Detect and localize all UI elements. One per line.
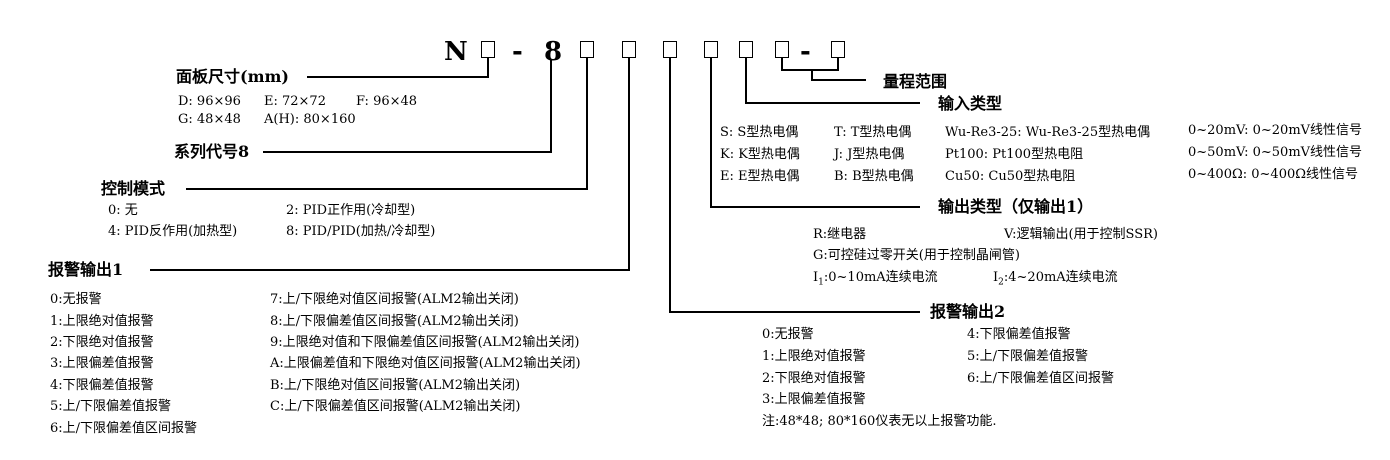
- control-option: 2: PID正作用(冷却型): [286, 203, 416, 218]
- alarm2-note: 注:48*48; 80*160仪表无以上报警功能.: [762, 414, 997, 429]
- output-option: I2:4~20mA连续电流: [993, 270, 1118, 291]
- alarm1-option: 3:上限偏差值报警: [50, 356, 154, 371]
- output-i2-letter: I: [993, 270, 999, 285]
- control-option: 4: PID反作用(加热型): [108, 224, 238, 239]
- alarm1-option: 5:上/下限偏差值报警: [50, 399, 172, 414]
- series-title: 系列代号8: [174, 142, 250, 161]
- alarm1-option: B:上/下限绝对值区间报警(ALM2输出关闭): [270, 378, 521, 393]
- input-option: Pt100: Pt100型热电阻: [945, 147, 1084, 162]
- input-title: 输入类型: [938, 94, 1003, 113]
- panel-option: D: 96×96: [178, 94, 241, 109]
- alarm1-option: 0:无报警: [50, 292, 102, 307]
- input-connector: [745, 58, 920, 104]
- code-dash-2: -: [800, 37, 811, 67]
- alarm2-option: 0:无报警: [762, 327, 814, 342]
- code-prefix: N: [444, 37, 468, 67]
- alarm1-option: 9:上限绝对值和下限偏差值区间报警(ALM2输出关闭): [270, 335, 580, 350]
- panel-option: F: 96×48: [356, 94, 418, 109]
- control-option: 8: PID/PID(加热/冷却型): [286, 224, 436, 239]
- input-option: Wu-Re3-25: Wu-Re3-25型热电偶: [945, 125, 1151, 140]
- control-connector: [186, 58, 588, 190]
- code-box-alarm1: [622, 41, 636, 58]
- output-i1-sub: 1: [818, 277, 824, 288]
- alarm1-title: 报警输出1: [48, 260, 124, 279]
- alarm1-option: 1:上限绝对值报警: [50, 314, 154, 329]
- code-box-range-1: [775, 41, 789, 58]
- alarm2-option: 6:上/下限偏差值区间报警: [967, 371, 1115, 386]
- code-box-output: [704, 41, 718, 58]
- input-option: T: T型热电偶: [834, 125, 912, 140]
- alarm2-option: 2:下限绝对值报警: [762, 371, 866, 386]
- code-box-range-2: [831, 41, 845, 58]
- alarm1-option: C:上/下限偏差值区间报警(ALM2输出关闭): [270, 399, 521, 414]
- alarm1-connector: [150, 58, 630, 271]
- input-option: S: S型热电偶: [720, 125, 799, 140]
- output-option: G:可控硅过零开关(用于控制晶闸管): [813, 248, 1020, 263]
- alarm1-option: 7:上/下限绝对值区间报警(ALM2输出关闭): [270, 292, 519, 307]
- alarm1-option: 2:下限绝对值报警: [50, 335, 154, 350]
- range-bracket: [781, 58, 839, 71]
- code-digit: 8: [544, 37, 563, 67]
- alarm2-option: 3:上限偏差值报警: [762, 392, 866, 407]
- input-option: 0~20mV: 0~20mV线性信号: [1188, 123, 1363, 138]
- output-connector: [710, 58, 920, 208]
- alarm1-option: 4:下限偏差值报警: [50, 378, 154, 393]
- input-option: Cu50: Cu50型热电阻: [945, 169, 1076, 184]
- alarm2-title: 报警输出2: [930, 302, 1006, 321]
- code-dash: -: [512, 37, 523, 67]
- panel-option: E: 72×72: [264, 94, 326, 109]
- code-box-input: [739, 41, 753, 58]
- code-box-control: [580, 41, 594, 58]
- control-title: 控制模式: [101, 179, 166, 198]
- alarm1-option: 6:上/下限偏差值区间报警: [50, 421, 198, 436]
- code-box-alarm2: [663, 41, 677, 58]
- series-connector: [263, 60, 552, 153]
- input-option: J: J型热电偶: [834, 147, 905, 162]
- alarm2-option: 1:上限绝对值报警: [762, 349, 866, 364]
- input-option: 0~50mV: 0~50mV线性信号: [1188, 145, 1363, 160]
- panel-connector: [307, 58, 489, 78]
- panel-option: A(H): 80×160: [264, 112, 356, 127]
- code-box-panel: [481, 41, 495, 58]
- output-option: I1:0~10mA连续电流: [813, 270, 938, 291]
- output-option: R:继电器: [813, 227, 867, 242]
- range-connector: [811, 70, 866, 81]
- input-option: E: E型热电偶: [720, 169, 800, 184]
- output-title: 输出类型（仅输出1）: [938, 197, 1094, 216]
- output-i1-text: :0~10mA连续电流: [823, 270, 938, 285]
- alarm1-option: 8:上/下限偏差值区间报警(ALM2输出关闭): [270, 314, 519, 329]
- alarm1-option: A:上限偏差值和下限绝对值区间报警(ALM2输出关闭): [270, 356, 581, 371]
- alarm2-connector: [669, 58, 920, 313]
- range-title: 量程范围: [883, 72, 948, 91]
- input-option: B: B型热电偶: [834, 169, 914, 184]
- output-i1-letter: I: [813, 270, 819, 285]
- input-option: 0~400Ω: 0~400Ω线性信号: [1188, 167, 1359, 182]
- input-option: K: K型热电偶: [720, 147, 800, 162]
- control-option: 0: 无: [108, 203, 138, 218]
- output-i2-text: :4~20mA连续电流: [1003, 270, 1118, 285]
- panel-option: G: 48×48: [178, 112, 241, 127]
- alarm2-option: 5:上/下限偏差值报警: [967, 349, 1089, 364]
- output-i2-sub: 2: [998, 277, 1004, 288]
- panel-title: 面板尺寸(mm): [176, 67, 290, 86]
- output-option: V:逻辑输出(用于控制SSR): [1004, 227, 1158, 242]
- alarm2-option: 4:下限偏差值报警: [967, 327, 1071, 342]
